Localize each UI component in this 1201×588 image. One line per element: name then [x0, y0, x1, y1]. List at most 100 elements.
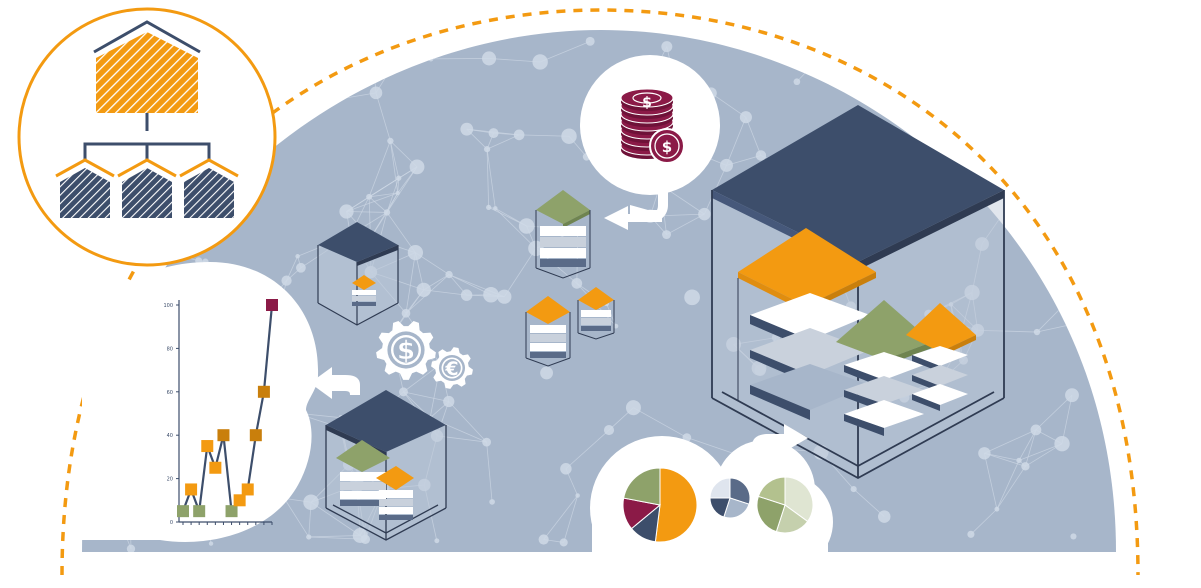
- network-node: [483, 286, 499, 303]
- euro-gear-symbol: €: [444, 358, 458, 380]
- network-node: [613, 323, 619, 329]
- pie-slice: [654, 467, 698, 543]
- y-tick-label: 60: [167, 390, 173, 396]
- network-node: [919, 125, 933, 139]
- y-tick-label: 0: [170, 520, 173, 526]
- building-box-small-1: [317, 222, 399, 326]
- network-node: [538, 534, 549, 545]
- network-link: [389, 140, 400, 179]
- network-node: [978, 447, 991, 460]
- network-link: [633, 407, 688, 438]
- coin-front-symbol: $: [662, 138, 672, 156]
- network-node: [1057, 171, 1065, 180]
- network-node: [208, 541, 214, 546]
- network-node: [971, 323, 985, 337]
- network-node: [1021, 462, 1030, 471]
- network-node: [975, 237, 989, 251]
- network-node: [561, 128, 577, 144]
- network-node: [917, 64, 927, 74]
- network-node: [460, 122, 474, 136]
- network-link: [398, 55, 431, 60]
- y-tick-label: 20: [167, 477, 173, 483]
- network-node: [661, 41, 673, 53]
- network-node: [1070, 533, 1077, 540]
- network-node: [396, 53, 402, 59]
- pie-slice: [723, 497, 750, 519]
- network-node: [603, 425, 615, 436]
- network-link: [1061, 395, 1073, 444]
- y-tick-label: 100: [163, 303, 173, 309]
- network-link: [565, 429, 610, 470]
- network-link: [1080, 288, 1090, 321]
- network-link: [970, 508, 998, 535]
- stack-green-small: [535, 190, 591, 279]
- network-node: [317, 93, 334, 110]
- network-node: [366, 193, 373, 200]
- network-node: [1065, 388, 1079, 403]
- network-node: [1073, 281, 1088, 296]
- network-link: [710, 92, 747, 118]
- network-link: [1025, 429, 1037, 467]
- y-tick-label: 40: [167, 433, 173, 439]
- network-node: [959, 355, 968, 365]
- pie-slice: [729, 477, 751, 505]
- network-link: [486, 134, 520, 150]
- network-link: [368, 140, 391, 197]
- network-node: [303, 494, 319, 511]
- network-node: [483, 146, 491, 153]
- network-link: [489, 58, 541, 63]
- network-node: [1030, 424, 1042, 436]
- data-point: [225, 505, 238, 518]
- network-node: [407, 244, 424, 261]
- network-node: [850, 486, 857, 493]
- network-node: [295, 254, 300, 259]
- network-node: [416, 282, 431, 297]
- data-point: [185, 483, 198, 496]
- network-node: [387, 137, 394, 145]
- network-node: [401, 308, 411, 318]
- network-link: [448, 401, 487, 443]
- network-node: [281, 275, 292, 286]
- org-chart-houses-icon: [17, 7, 277, 267]
- network-link: [666, 213, 705, 235]
- network-link: [853, 488, 885, 517]
- network-node: [1016, 457, 1022, 464]
- network-link: [373, 55, 399, 67]
- network-node: [948, 302, 954, 307]
- stack-orange-small-1: [525, 296, 571, 367]
- network-link: [984, 452, 1026, 467]
- gear-hub: [393, 337, 419, 363]
- coin: [620, 88, 674, 108]
- network-node: [585, 36, 595, 46]
- pie-slice: [784, 476, 814, 523]
- y-tick-label: 80: [167, 346, 173, 352]
- network-link: [898, 68, 923, 90]
- currency-gears-icon: $ €: [376, 320, 473, 389]
- dollar-gear-symbol: $: [397, 336, 415, 366]
- network-link: [386, 166, 418, 213]
- network-link: [971, 243, 983, 293]
- network-node: [625, 400, 641, 416]
- network-node: [1080, 39, 1094, 52]
- coin-top-symbol: $: [642, 95, 652, 111]
- network-node: [445, 270, 453, 279]
- network-link: [486, 149, 490, 208]
- data-point: [241, 483, 254, 496]
- coin-stack-icon: [620, 88, 685, 164]
- exchange-arrow-icon: [310, 367, 360, 399]
- network-node: [720, 158, 733, 172]
- exchange-arrow-icon: [752, 424, 808, 468]
- network-link: [283, 498, 310, 538]
- network-node: [396, 175, 402, 181]
- network-node: [486, 204, 492, 210]
- dashed-outer-ring: [60, 8, 1140, 576]
- network-link: [543, 495, 578, 540]
- network-node: [540, 366, 554, 380]
- network-link: [386, 178, 400, 213]
- network-node: [726, 336, 741, 352]
- network-node: [306, 534, 312, 540]
- network-node: [571, 278, 583, 289]
- network-link: [369, 192, 398, 198]
- network-node: [755, 150, 767, 161]
